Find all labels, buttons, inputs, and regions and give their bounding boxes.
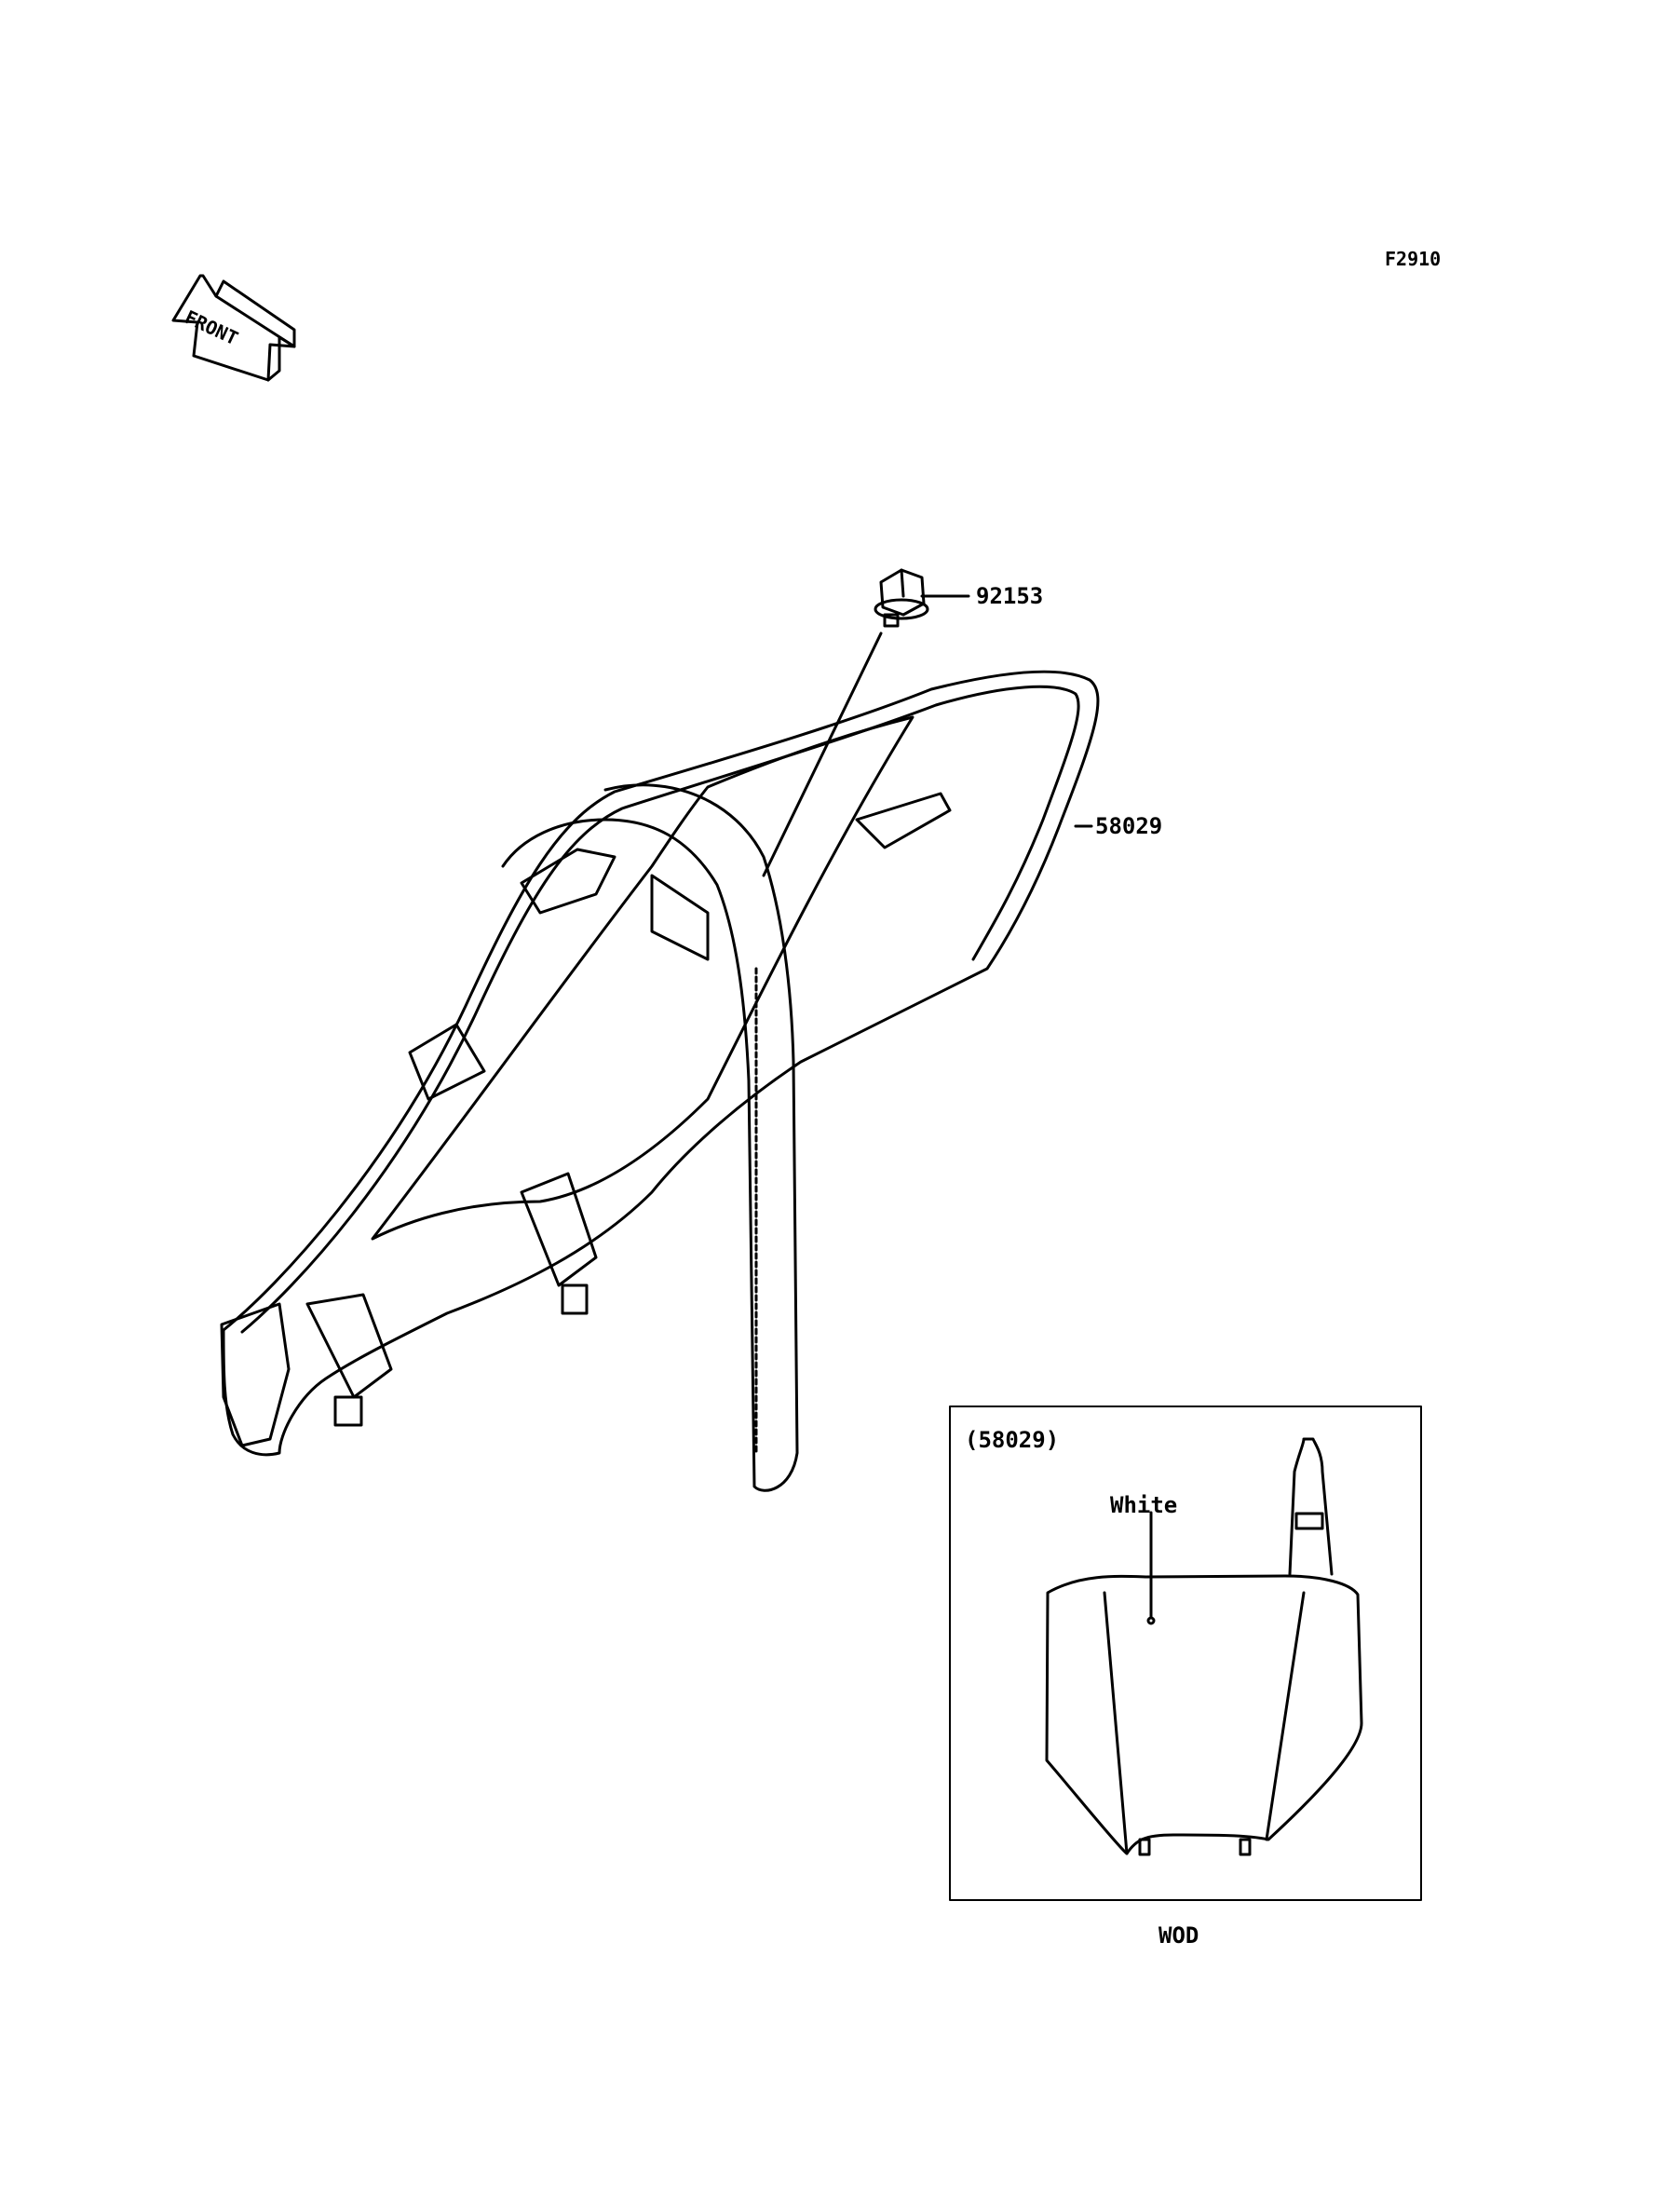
number-plate-58029 xyxy=(220,631,1100,1492)
inset-caption: WOD xyxy=(1158,1922,1199,1949)
bolt-92153 xyxy=(874,568,970,628)
inset-number-plate xyxy=(1045,1437,1363,1856)
inset-title: (58029) xyxy=(965,1427,1060,1453)
figure-code: F2910 xyxy=(1385,248,1442,270)
color-note: White xyxy=(1110,1492,1178,1518)
inset-frame xyxy=(949,1406,1422,1901)
front-arrow-icon xyxy=(171,274,296,382)
part-number-92153: 92153 xyxy=(976,583,1044,609)
part-number-58029: 58029 xyxy=(1095,813,1163,839)
